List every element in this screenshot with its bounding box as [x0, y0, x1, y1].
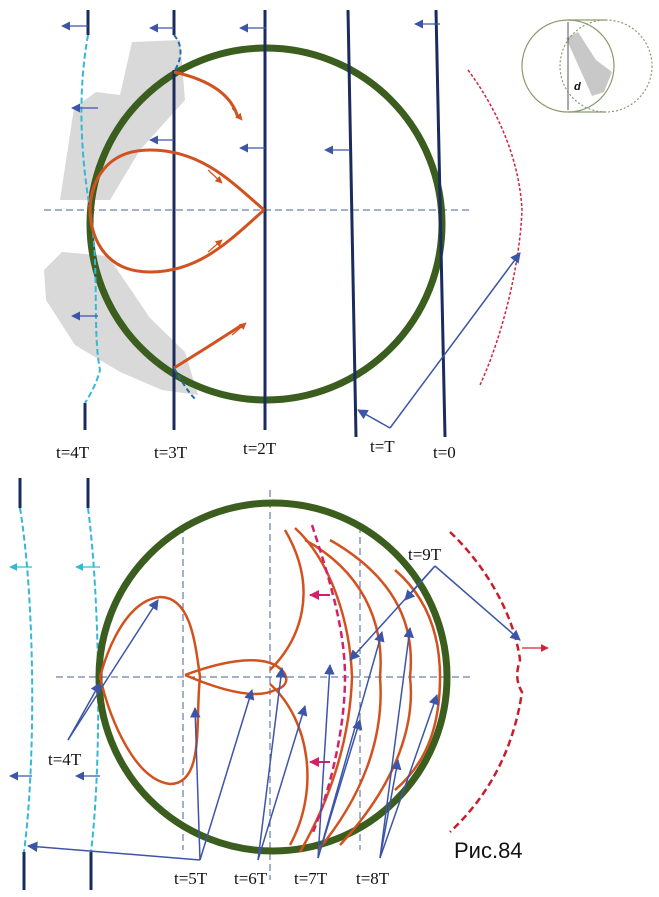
figure-caption: Рис.84 — [454, 838, 523, 863]
label-t4: t=4T — [56, 443, 90, 462]
reflected-fronts-bottom — [98, 527, 442, 853]
transmitted-front-bottom — [449, 531, 524, 833]
label-t4-bottom: t=4T — [48, 750, 82, 769]
label-t8: t=8T — [356, 869, 390, 888]
pointer-t1 — [357, 252, 521, 429]
dashed-front-t3 — [173, 34, 182, 73]
wavefront-t1 — [346, 9, 358, 438]
vertical-guides — [182, 490, 361, 880]
inset-d-label: d — [574, 81, 581, 93]
label-t0: t=0 — [433, 443, 456, 462]
reflected-arrows-top — [207, 107, 247, 336]
label-t9: t=9T — [408, 545, 442, 564]
top-panel: d t=4T t=3T t=2T t=T t=0 — [44, 9, 653, 462]
bottom-panel: t=9T t=4T t=5T t=6T t=7T t=8T Рис.84 — [9, 478, 549, 890]
label-t5: t=5T — [174, 869, 208, 888]
wavefront-t0 — [434, 9, 447, 438]
left-fronts-bottom — [9, 478, 100, 890]
label-t3: t=3T — [154, 443, 188, 462]
dashed-front-t3-low — [173, 367, 197, 401]
pointer-lines-bottom — [26, 565, 521, 861]
label-t2: t=2T — [243, 439, 277, 458]
cylinder-circle-bottom — [95, 499, 451, 855]
transmitted-front-top — [467, 69, 523, 386]
label-t1: t=T — [370, 437, 395, 456]
propagation-arrows-top — [61, 19, 440, 321]
reflected-fronts-top — [88, 70, 265, 370]
inset-cylinder: d — [521, 19, 653, 113]
magenta-dashed-front — [310, 524, 347, 836]
label-t7: t=7T — [294, 869, 328, 888]
label-t6: t=6T — [234, 869, 268, 888]
